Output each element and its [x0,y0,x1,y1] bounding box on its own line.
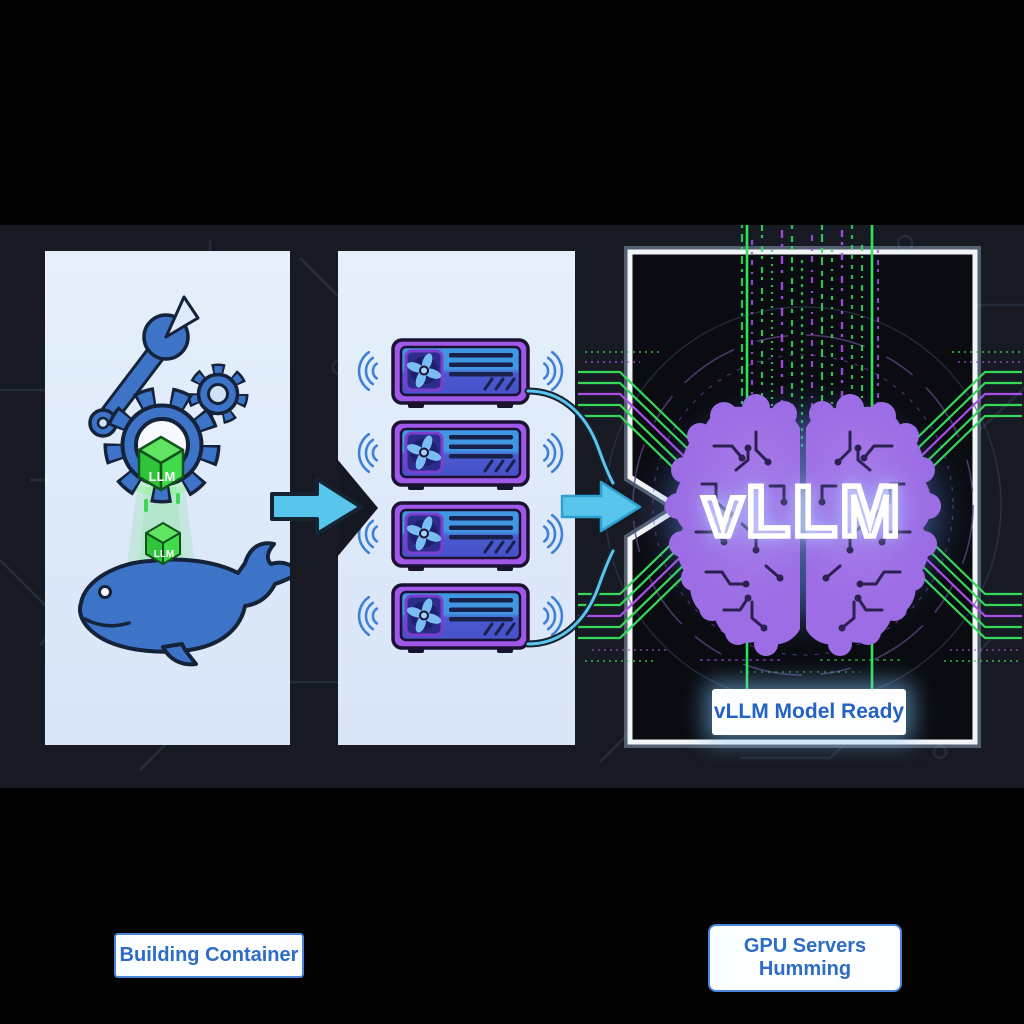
step-label-text: vLLM Model Ready [713,700,905,723]
arrow-2-group [524,387,642,648]
step-label-line2: Humming [758,958,852,980]
panel-vllm-ready [578,225,1022,748]
cube-label: LLM [149,469,176,484]
arrow-right-icon [270,477,363,536]
arrow-right-icon [560,480,642,533]
llm-cube-small-icon: LLM [145,522,181,565]
step-label-building-container: Building Container [114,933,304,978]
circuit-traces [578,370,1022,640]
build-icons: LLM LLM [78,295,290,667]
code-dashes [585,351,1022,673]
docker-whale-icon [78,541,290,667]
small-gear-icon [187,363,249,425]
vllm-neon-text: vLLM [700,469,903,555]
server-cables [524,387,617,648]
wrench-icon [88,295,200,438]
arrow-1 [270,460,378,556]
step-label-line1: GPU Servers [743,935,867,957]
llm-cube-icon: LLM [137,435,185,492]
panel-building-container: LLM LLM Building Container [45,251,304,978]
step-label-text: Building Container [119,944,299,966]
cube-label-small: LLM [154,549,175,560]
step-label-vllm-ready: vLLM Model Ready [712,689,906,735]
panel-gpu-servers: GPU Servers Humming [338,251,902,992]
step-label-gpu-servers: GPU Servers Humming [708,924,902,992]
